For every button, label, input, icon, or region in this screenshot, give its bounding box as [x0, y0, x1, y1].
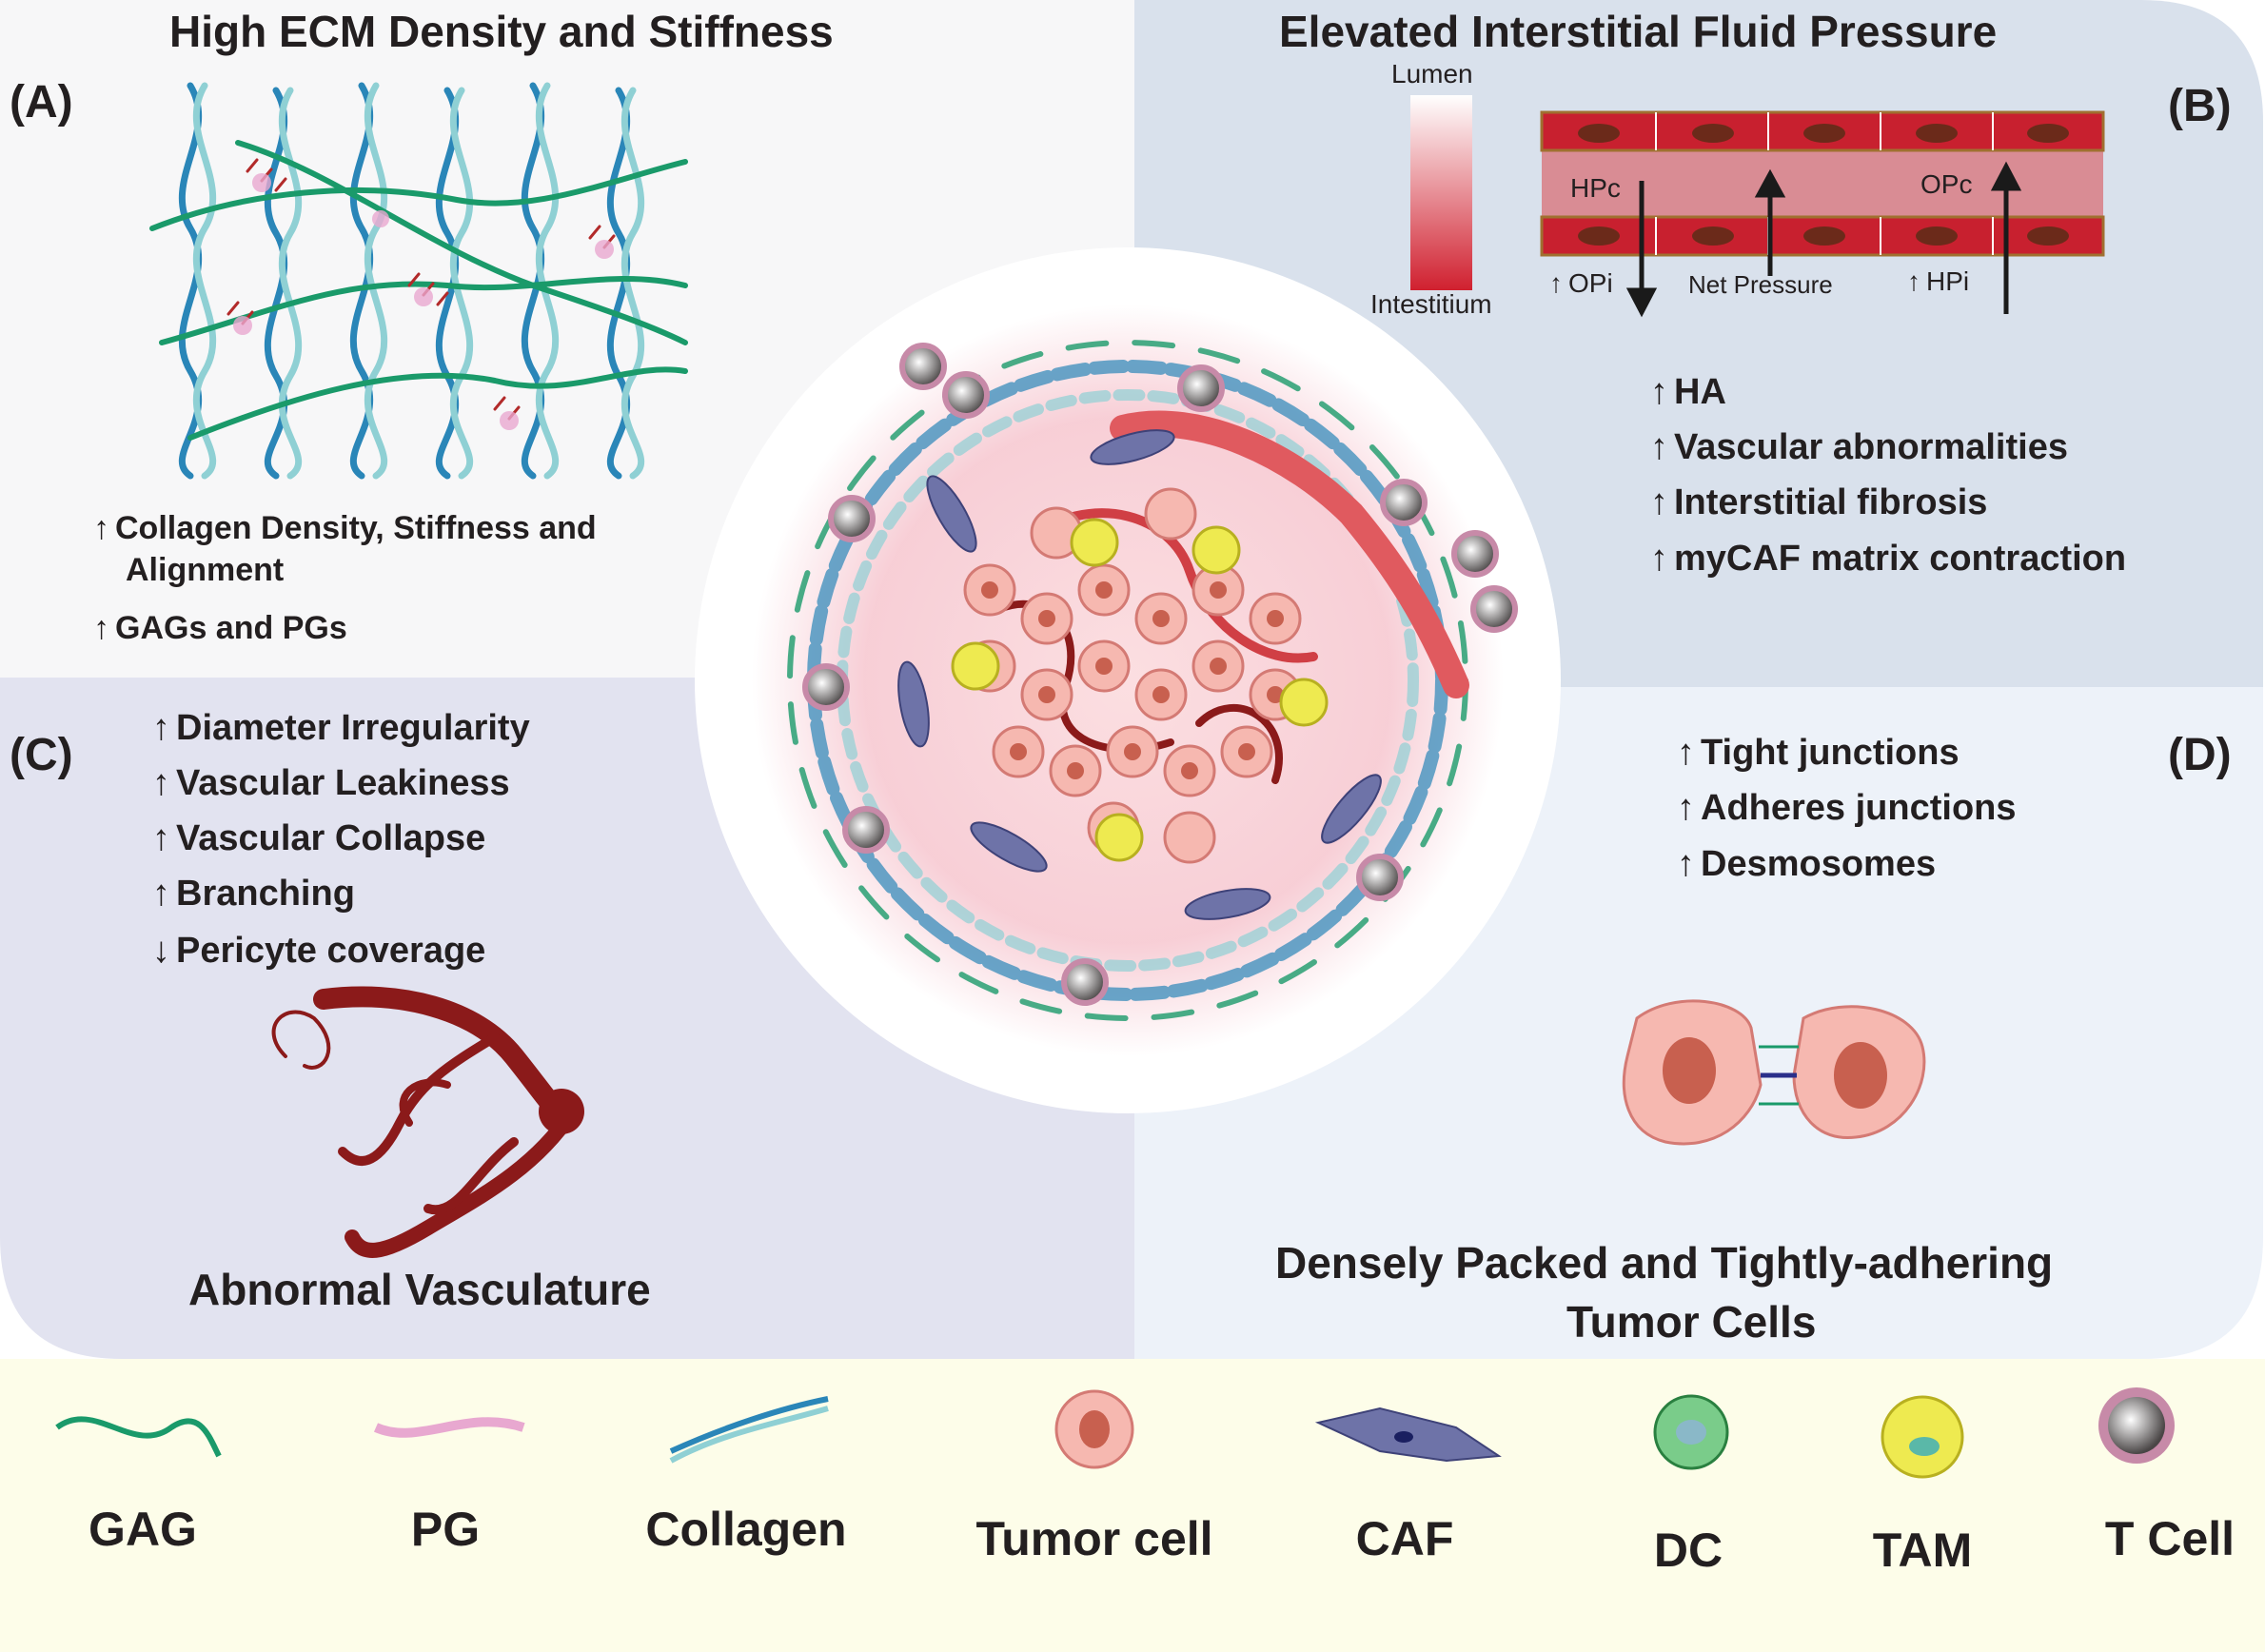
opi-label: OPi: [1549, 270, 1613, 297]
collagen-icon: [669, 1396, 829, 1464]
panel-b-item-vascular: Vascular abnormalities: [1650, 429, 2068, 465]
adhering-cells-illustration: [1622, 999, 1926, 1146]
panel-a-label: (A): [10, 77, 73, 128]
t-cell-icon: [2098, 1387, 2175, 1464]
hpc-label: HPc: [1570, 173, 1621, 203]
panel-d-label: (D): [2168, 730, 2232, 780]
panel-d-title-line2: Tumor Cells: [1566, 1297, 1817, 1347]
panel-c-item-pericyte: Pericyte coverage: [152, 933, 485, 969]
panel-c-item-leakiness: Vascular Leakiness: [152, 765, 510, 801]
caf-icon: [1314, 1406, 1502, 1463]
panel-c-item-collapse: Vascular Collapse: [152, 820, 485, 856]
legend-background: [0, 1359, 2265, 1652]
opc-label: OPc: [1920, 169, 1973, 199]
gag-icon: [55, 1416, 222, 1458]
legend-label-dc: DC: [1653, 1524, 1723, 1577]
legend-label-gag: GAG: [89, 1503, 197, 1556]
legend-label-tumor-cell: Tumor cell: [975, 1512, 1213, 1565]
gradient-lumen-label: Lumen: [1391, 59, 1473, 88]
panel-d-item-desmosomes: Desmosomes: [1677, 846, 1936, 882]
panel-c-item-branching: Branching: [152, 875, 355, 912]
panel-b-item-fibrosis: Interstitial fibrosis: [1650, 484, 1987, 521]
legend-label-tam: TAM: [1872, 1524, 1973, 1577]
tam-cells: [951, 518, 1329, 862]
panel-c-title: Abnormal Vasculature: [188, 1265, 651, 1314]
panel-a-item-alignment: Alignment: [126, 552, 285, 588]
panel-b-item-ha: HA: [1650, 374, 1726, 410]
panel-b-item-mycaf: myCAF matrix contraction: [1650, 541, 2126, 577]
panel-a-item-gags: GAGs and PGs: [93, 612, 347, 644]
t-cells: [802, 343, 1518, 1006]
legend-label-t-cell: T Cell: [2104, 1512, 2235, 1565]
panel-a-item-collagen: Collagen Density, Stiffness and: [93, 512, 597, 544]
panel-b-label: (B): [2168, 81, 2232, 131]
ecm-mesh-illustration: [149, 82, 688, 480]
panel-d-item-adheres: Adheres junctions: [1677, 790, 2017, 826]
net-pressure-label: Net Pressure: [1688, 270, 1833, 299]
abnormal-vessel-illustration: [271, 986, 584, 1258]
tumor-cell-nuclei: [981, 581, 1284, 779]
pressure-gradient-bar: [1410, 95, 1472, 290]
gradient-interstitium-label: Intestitium: [1370, 289, 1492, 319]
caf-cells: [897, 429, 1382, 920]
tam-icon: [1881, 1395, 1964, 1479]
legend-label-collagen: Collagen: [645, 1503, 847, 1556]
hpi-label: HPi: [1907, 268, 1969, 295]
pg-icon: [373, 1417, 525, 1438]
panel-d-item-tight: Tight junctions: [1677, 735, 1960, 771]
legend-icons: [55, 1387, 2175, 1479]
blood-vessel-cross-section: [1540, 110, 2105, 318]
tumor-cell-icon: [1054, 1389, 1134, 1469]
panel-c-item-diameter: Diameter Irregularity: [152, 710, 530, 746]
panel-a-title: High ECM Density and Stiffness: [169, 7, 834, 56]
panel-b-title: Elevated Interstitial Fluid Pressure: [1279, 7, 1998, 56]
legend-label-pg: PG: [410, 1503, 481, 1556]
panel-c-label: (C): [10, 730, 73, 780]
legend-label-caf: CAF: [1355, 1512, 1454, 1565]
panel-d-title-line1: Densely Packed and Tightly-adhering: [1275, 1238, 2054, 1288]
dc-icon: [1653, 1394, 1729, 1470]
